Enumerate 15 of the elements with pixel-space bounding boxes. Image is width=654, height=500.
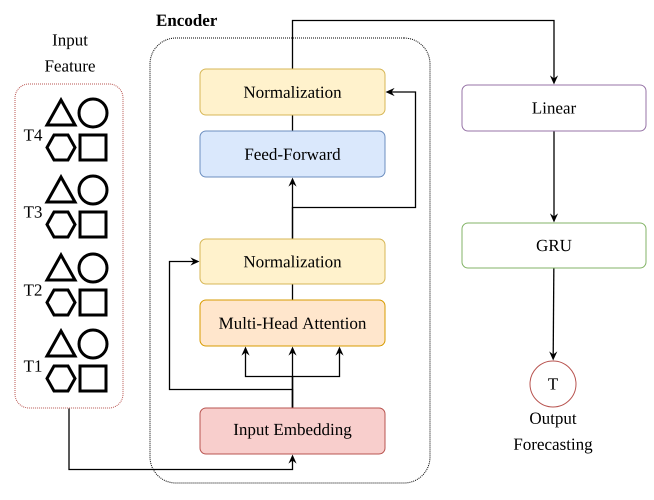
row-label: T4 xyxy=(24,129,42,141)
node-label: Encoder xyxy=(156,14,218,26)
process-box: Normalization xyxy=(200,238,386,284)
row-label: T2 xyxy=(24,284,42,296)
process-box: Multi-Head Attention xyxy=(200,300,386,346)
process-box: GRU xyxy=(462,222,646,268)
node-caption: Output Forecasting xyxy=(514,412,592,454)
node-label: Input Feature xyxy=(45,34,95,72)
process-box: Input Embedding xyxy=(200,408,386,454)
row-label: T1 xyxy=(24,360,42,372)
process-box: Linear xyxy=(462,84,646,132)
process-box: Feed-Forward xyxy=(200,130,386,178)
arrow xyxy=(168,257,294,408)
row-label: T3 xyxy=(24,206,42,218)
process-box: Normalization xyxy=(200,68,386,116)
